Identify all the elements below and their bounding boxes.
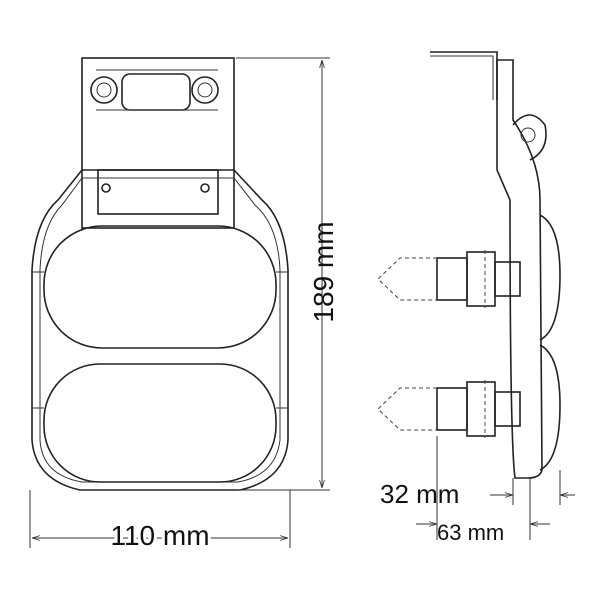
lamp-lens-upper [43, 225, 277, 349]
lens-dome-lower [539, 344, 561, 471]
screw-hole [101, 183, 111, 193]
lens-dome-upper [539, 214, 561, 341]
connector-lower [377, 380, 521, 438]
dimension-height: 189 mm [236, 57, 339, 491]
hanging-loop [512, 114, 547, 161]
front-view [31, 57, 289, 491]
bracket-tab [97, 169, 219, 215]
side-view [377, 51, 561, 479]
width-label: 110 mm [110, 520, 209, 551]
lamp-lens-lower [43, 363, 277, 483]
dimension-width: 110 mm [29, 490, 291, 554]
mount-hole-right [191, 76, 219, 104]
depth-lamp-label: 32 mm [380, 479, 459, 509]
dimension-depth-total: 63 mm [416, 436, 550, 545]
depth-total-label: 63 mm [437, 520, 504, 545]
screw-hole [200, 183, 210, 193]
mount-hole-left [90, 76, 118, 104]
dimension-depth-lamp: 32 mm [380, 470, 575, 509]
lamp-housing [31, 169, 289, 491]
height-label: 189 mm [308, 221, 339, 322]
mounting-plate [81, 57, 235, 229]
bracket-profile [430, 51, 498, 100]
connector-upper [377, 250, 521, 308]
mount-slot [121, 73, 191, 111]
